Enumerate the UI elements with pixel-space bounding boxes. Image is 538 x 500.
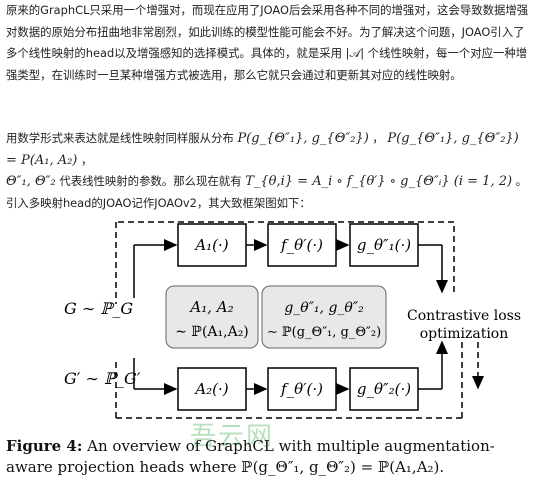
formula-paragraph: 用数学形式来表达就是线性映射同样服从分布 P(g_{Θ″₁}, g_{Θ″₂})…: [6, 128, 532, 214]
formula-separator: ，: [368, 131, 388, 145]
box-g1-label: g_θ″₁(·): [357, 236, 411, 254]
caption-label: Figure 4:: [6, 437, 83, 455]
formula-text-1: 用数学形式来表达就是线性映射同样服从分布: [6, 131, 238, 145]
panel-right-line2: ∼ ℙ(g_Θ″₁, g_Θ″₂): [267, 325, 381, 340]
box-f-bottom-label: f_θ′(·): [280, 380, 323, 398]
panel-left-line1: A₁, A₂: [188, 298, 233, 316]
formula-text-3: 。引入多映射head的JOAO记作JOAOv2，其大致框架图如下：: [6, 174, 528, 210]
formula-separator-2: ，: [77, 152, 93, 167]
formula-text-2: 代表线性映射的参数。那么现在就有: [55, 174, 246, 188]
box-f-top-label: f_θ′(·): [280, 236, 323, 254]
formula-2: P(g_{Θ″₁}, g_{Θ″₂}) = P(A₁, A₂): [6, 131, 519, 168]
box-g2-label: g_θ″₂(·): [357, 380, 411, 398]
panel-right-line1: g_θ″₁, g_θ″₂: [284, 300, 364, 316]
watermark: 吾云网: [190, 422, 275, 452]
input-top-label: G ∼ ℙ_G: [64, 299, 133, 318]
box-a2-label: A₂(·): [193, 380, 228, 398]
caption-text: An overview of GraphCL with multiple aug…: [6, 437, 495, 476]
input-bottom-label: G′ ∼ ℙ_G′: [64, 369, 141, 388]
output-line1: Contrastive loss: [407, 308, 521, 324]
figure-caption: Figure 4: An overview of GraphCL with mu…: [6, 436, 532, 478]
output-line2: optimization: [420, 326, 509, 342]
panel-left-line2: ∼ ℙ(A₁,A₂): [175, 324, 249, 340]
box-a1: [177, 223, 247, 267]
box-a1-label: A₁(·): [193, 236, 228, 254]
intro-paragraph: 原来的GraphCL只采用一个增强对，而现在应用了JOAO后会采用各种不同的增强…: [6, 3, 529, 82]
framework-diagram: G ∼ ℙ_G G′ ∼ ℙ_G′ A₁(·) f_θ′(·) g_θ″₁(·)…: [64, 221, 521, 419]
params-formula: Θ″₁, Θ″₂: [6, 174, 56, 189]
formula-3: T_{θ,i} = A_i ∘ f_{θ′} ∘ g_{Θ″ᵢ} (i = 1,…: [245, 174, 513, 189]
formula-1: P(g_{Θ″₁}, g_{Θ″₂}): [237, 131, 369, 146]
panel-left: [165, 285, 259, 349]
panel-right: [261, 285, 387, 349]
box-f-top: [267, 223, 337, 267]
